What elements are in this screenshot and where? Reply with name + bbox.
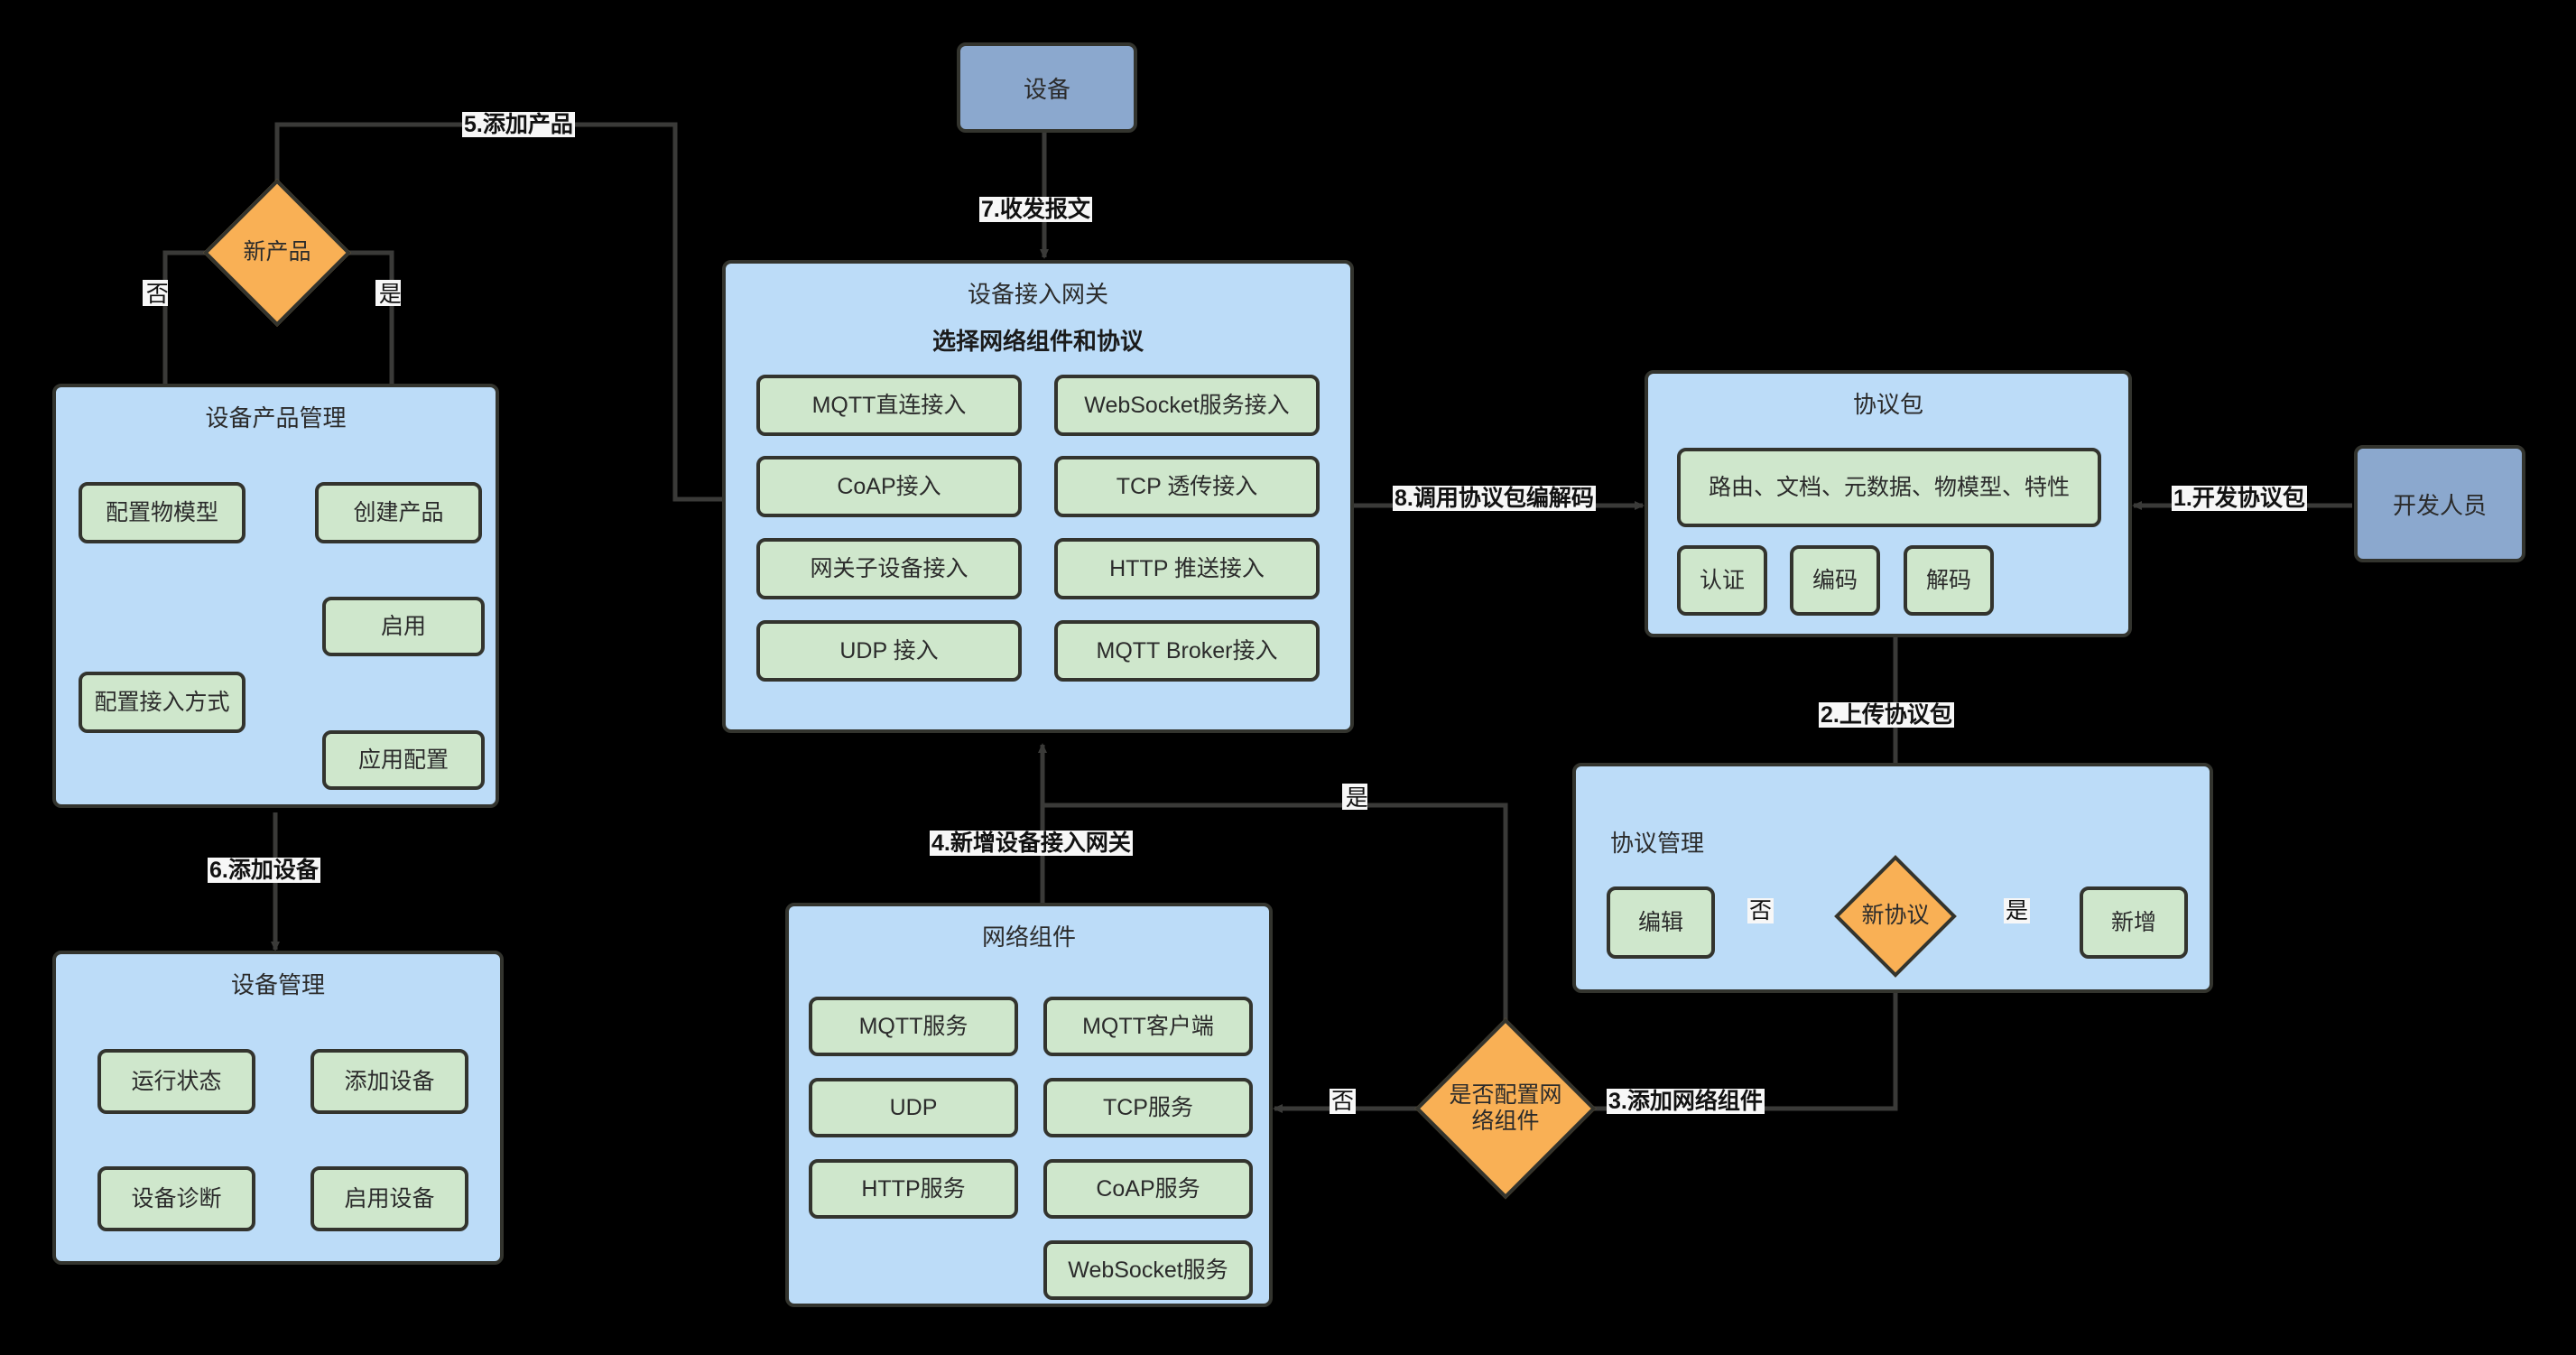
group-gateway-subtitle: 选择网络组件和协议 xyxy=(931,328,1144,355)
node-nc-mqtt-client[interactable]: MQTT客户端 xyxy=(1043,997,1253,1056)
group-network-components-title: 网络组件 xyxy=(981,923,1076,951)
decision-new-protocol[interactable]: 新协议 xyxy=(1834,855,1957,978)
node-create-product-label: 创建产品 xyxy=(353,500,444,525)
edge-label-step6: 6.添加设备 xyxy=(208,858,320,884)
edge-label-yes-new-product: 是 xyxy=(375,280,402,306)
actor-developer-label: 开发人员 xyxy=(2392,491,2487,519)
node-device-add-label: 添加设备 xyxy=(344,1069,435,1094)
node-device-enable[interactable]: 启用设备 xyxy=(310,1166,468,1231)
node-gw-coap[interactable]: CoAP接入 xyxy=(756,456,1022,517)
node-nc-tcp-service-label: TCP服务 xyxy=(1102,1095,1193,1120)
node-gw-mqtt-broker-label: MQTT Broker接入 xyxy=(1096,638,1278,664)
node-create-product[interactable]: 创建产品 xyxy=(315,482,482,543)
node-nc-coap-service-label: CoAP服务 xyxy=(1096,1176,1200,1202)
node-nc-coap-service[interactable]: CoAP服务 xyxy=(1043,1159,1253,1219)
group-protocol-management-title: 协议管理 xyxy=(1610,830,1705,857)
node-pp-encode[interactable]: 编码 xyxy=(1790,545,1880,616)
node-nc-udp-label: UDP xyxy=(889,1095,938,1120)
node-config-access-method-label: 配置接入方式 xyxy=(94,690,230,715)
node-enable[interactable]: 启用 xyxy=(322,597,485,656)
node-gw-tcp-label: TCP 透传接入 xyxy=(1116,474,1258,499)
node-pm-edit-label: 编辑 xyxy=(1637,910,1683,935)
group-device-management: 设备管理 运行状态 添加设备 设备诊断 启用设备 xyxy=(52,951,504,1265)
group-protocol-package: 协议包 路由、文档、元数据、物模型、特性 认证 编码 解码 xyxy=(1645,370,2132,637)
decision-configure-network-components[interactable]: 是否配置网 络组件 xyxy=(1414,1017,1597,1200)
node-apply-config[interactable]: 应用配置 xyxy=(322,730,485,790)
node-device-run-status-label: 运行状态 xyxy=(131,1069,222,1094)
node-pp-metadata[interactable]: 路由、文档、元数据、物模型、特性 xyxy=(1677,448,2101,527)
node-nc-tcp-service[interactable]: TCP服务 xyxy=(1043,1078,1253,1137)
node-nc-websocket-service-label: WebSocket服务 xyxy=(1068,1258,1228,1283)
edge-label-step5: 5.添加产品 xyxy=(462,112,575,138)
node-pm-add-label: 新增 xyxy=(2110,910,2156,935)
edge-label-step1: 1.开发协议包 xyxy=(2172,486,2307,512)
node-gw-mqtt-broker[interactable]: MQTT Broker接入 xyxy=(1054,620,1320,682)
node-pp-metadata-label: 路由、文档、元数据、物模型、特性 xyxy=(1708,475,2070,500)
node-gw-udp-label: UDP 接入 xyxy=(839,638,939,664)
node-enable-label: 启用 xyxy=(380,614,426,639)
node-nc-mqtt-service-label: MQTT服务 xyxy=(858,1014,968,1039)
node-config-thing-model[interactable]: 配置物模型 xyxy=(79,482,246,543)
node-gw-coap-label: CoAP接入 xyxy=(837,474,941,499)
node-config-access-method[interactable]: 配置接入方式 xyxy=(79,672,246,733)
actor-device-label: 设备 xyxy=(1023,75,1070,103)
node-apply-config-label: 应用配置 xyxy=(357,747,449,773)
edge-label-no-new-protocol: 否 xyxy=(1747,898,1774,924)
node-pm-edit[interactable]: 编辑 xyxy=(1607,886,1715,959)
node-pp-decode[interactable]: 解码 xyxy=(1904,545,1994,616)
node-device-diagnose[interactable]: 设备诊断 xyxy=(97,1166,255,1231)
group-device-management-title: 设备管理 xyxy=(230,971,325,998)
node-nc-http-service-label: HTTP服务 xyxy=(861,1176,966,1202)
group-gateway-title: 设备接入网关 xyxy=(967,281,1108,308)
decision-new-product[interactable]: 新产品 xyxy=(202,178,352,328)
node-nc-http-service[interactable]: HTTP服务 xyxy=(809,1159,1018,1219)
group-product-management: 设备产品管理 配置物模型 创建产品 配置接入方式 启用 应用配置 xyxy=(52,384,499,808)
actor-device[interactable]: 设备 xyxy=(957,42,1137,133)
node-gw-tcp[interactable]: TCP 透传接入 xyxy=(1054,456,1320,517)
edge-label-step8: 8.调用协议包编解码 xyxy=(1393,486,1596,512)
node-nc-udp[interactable]: UDP xyxy=(809,1078,1018,1137)
node-nc-websocket-service[interactable]: WebSocket服务 xyxy=(1043,1240,1253,1300)
group-network-components: 网络组件 MQTT服务 MQTT客户端 UDP TCP服务 HTTP服务 CoA… xyxy=(785,903,1273,1307)
node-gw-mqtt-direct-label: MQTT直连接入 xyxy=(811,393,967,418)
node-pp-auth-label: 认证 xyxy=(1699,568,1745,593)
group-protocol-package-title: 协议包 xyxy=(1852,391,1923,418)
edge-label-step7: 7.收发报文 xyxy=(979,197,1092,223)
edge-label-yes-configure-network: 是 xyxy=(1342,784,1368,810)
node-gw-http-push-label: HTTP 推送接入 xyxy=(1109,556,1265,581)
node-device-add[interactable]: 添加设备 xyxy=(310,1049,468,1114)
edge-label-step2: 2.上传协议包 xyxy=(1819,702,1954,729)
decision-configure-network-label: 是否配置网 络组件 xyxy=(1449,1081,1562,1135)
node-gw-subdevice[interactable]: 网关子设备接入 xyxy=(756,538,1022,599)
edge-label-yes-new-protocol: 是 xyxy=(2004,898,2031,924)
decision-new-protocol-label: 新协议 xyxy=(1861,903,1930,929)
node-gw-websocket[interactable]: WebSocket服务接入 xyxy=(1054,375,1320,436)
edge-label-step3: 3.添加网络组件 xyxy=(1607,1089,1765,1115)
node-pp-encode-label: 编码 xyxy=(1812,568,1858,593)
group-device-access-gateway: 设备接入网关 选择网络组件和协议 MQTT直连接入 WebSocket服务接入 … xyxy=(722,260,1354,733)
node-gw-websocket-label: WebSocket服务接入 xyxy=(1084,393,1290,418)
node-gw-subdevice-label: 网关子设备接入 xyxy=(810,556,968,581)
group-product-management-title: 设备产品管理 xyxy=(205,404,347,432)
node-nc-mqtt-client-label: MQTT客户端 xyxy=(1082,1014,1214,1039)
node-pp-decode-label: 解码 xyxy=(1925,568,1971,593)
node-device-enable-label: 启用设备 xyxy=(344,1186,435,1211)
node-nc-mqtt-service[interactable]: MQTT服务 xyxy=(809,997,1018,1056)
actor-developer[interactable]: 开发人员 xyxy=(2354,445,2525,562)
node-pp-auth[interactable]: 认证 xyxy=(1677,545,1767,616)
node-device-run-status[interactable]: 运行状态 xyxy=(97,1049,255,1114)
node-gw-mqtt-direct[interactable]: MQTT直连接入 xyxy=(756,375,1022,436)
node-device-diagnose-label: 设备诊断 xyxy=(131,1186,222,1211)
node-pm-add[interactable]: 新增 xyxy=(2080,886,2188,959)
edge-label-no-configure-network: 否 xyxy=(1330,1089,1357,1115)
edge-label-step4: 4.新增设备接入网关 xyxy=(930,831,1133,857)
decision-new-product-label: 新产品 xyxy=(243,239,311,265)
node-gw-udp[interactable]: UDP 接入 xyxy=(756,620,1022,682)
node-config-thing-model-label: 配置物模型 xyxy=(105,500,218,525)
node-gw-http-push[interactable]: HTTP 推送接入 xyxy=(1054,538,1320,599)
edge-label-no-new-product: 否 xyxy=(143,280,169,306)
